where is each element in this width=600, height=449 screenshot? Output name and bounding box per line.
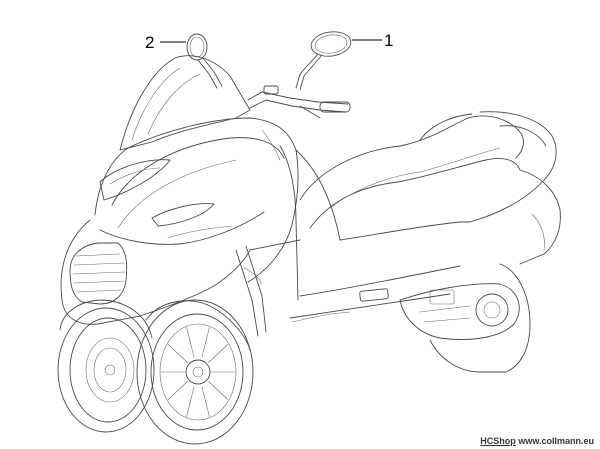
watermark: HCShop www.collmann.eu	[480, 436, 594, 446]
wheel-spoke	[201, 386, 210, 417]
wheel-spoke	[186, 327, 195, 358]
leg-shield	[261, 129, 341, 301]
wheel-spoke	[208, 344, 229, 363]
front-wheel-left	[57, 307, 155, 433]
callout-2: 2	[145, 33, 155, 52]
wheel-spoke	[208, 381, 229, 400]
wheel-spoke	[167, 381, 188, 400]
front-fairing	[94, 117, 299, 283]
front-fender-left	[59, 299, 153, 339]
rear-wheel	[429, 263, 531, 373]
engine-swingarm	[399, 283, 520, 340]
front-suspension	[235, 245, 267, 337]
handlebar	[247, 85, 351, 119]
wheel-spoke	[201, 327, 210, 358]
windscreen	[119, 55, 251, 151]
leader-lines	[160, 39, 382, 43]
rear-body	[299, 111, 561, 297]
seat	[299, 113, 524, 229]
mirror-left	[186, 33, 223, 89]
wheel-spoke	[186, 386, 195, 417]
watermark-brand: HCShop	[480, 436, 516, 446]
callout-1: 1	[384, 31, 394, 50]
wheel-spoke	[167, 344, 188, 363]
front-grille	[69, 242, 128, 305]
front-wheel-right	[136, 299, 254, 445]
watermark-site: www.collmann.eu	[518, 436, 594, 446]
mirror-right	[295, 31, 352, 91]
footboard	[289, 288, 451, 323]
